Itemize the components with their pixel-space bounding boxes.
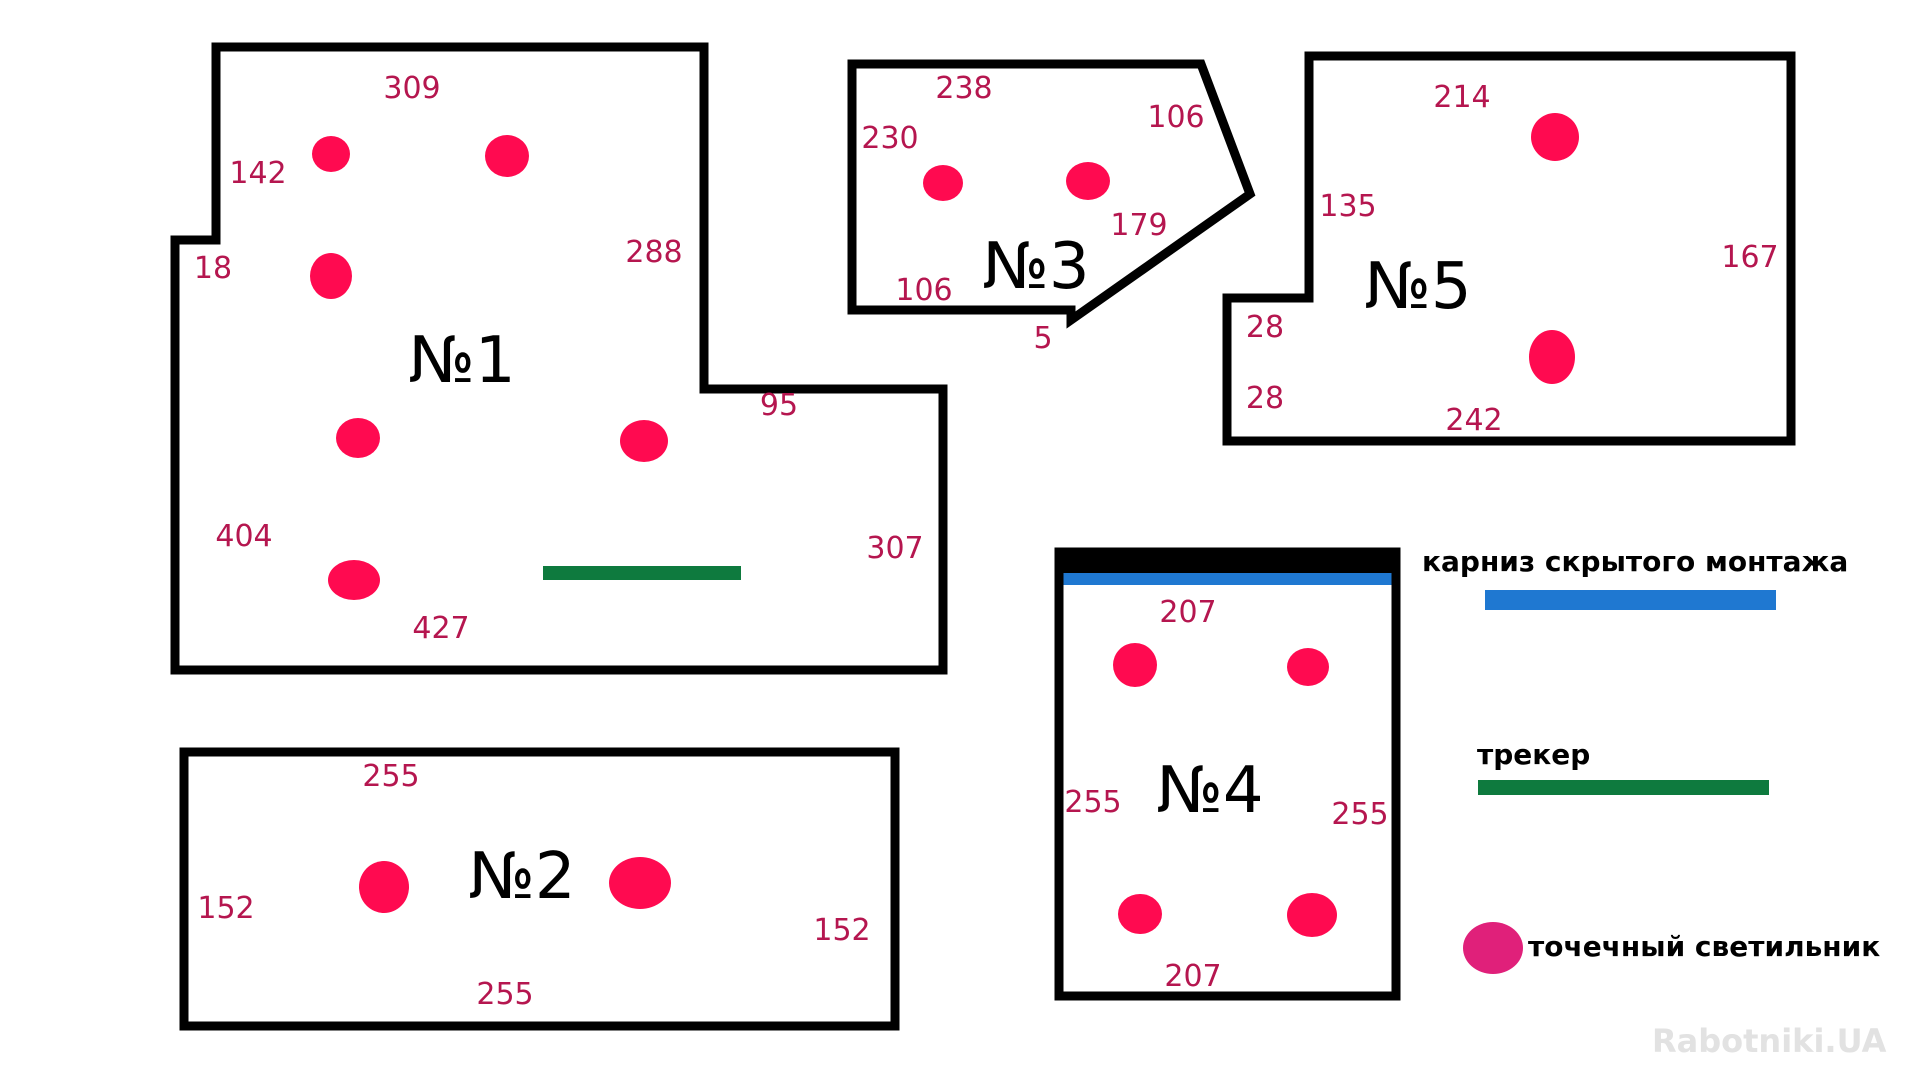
- room-1: №1 309 142 18 288 95 307 404 427: [170, 42, 948, 675]
- room-1-dim-bottom: 427: [412, 611, 469, 646]
- spot-light: [1287, 648, 1329, 686]
- room-3-dim-diagonal-top: 106: [1147, 100, 1204, 135]
- room-5-walls: [1222, 51, 1796, 446]
- spot-light: [328, 560, 380, 600]
- room-5-dim-upper-left: 135: [1319, 189, 1376, 224]
- room-1-dim-left-step: 18: [194, 251, 232, 286]
- room-4-dim-bottom: 207: [1164, 959, 1221, 994]
- room-1-walls: [170, 42, 948, 675]
- room-2-dim-bottom: 255: [476, 977, 533, 1012]
- legend-hidden-cornice-line: [1485, 590, 1776, 610]
- room-1-dim-right-upper: 288: [625, 235, 682, 270]
- spot-light: [1118, 894, 1162, 934]
- track-line: [543, 566, 741, 580]
- room-1-dim-right-lower: 307: [866, 531, 923, 566]
- room-2-dim-left: 152: [197, 891, 254, 926]
- room-5-dim-lower-left: 28: [1246, 381, 1284, 416]
- room-2-label: №2: [468, 840, 575, 914]
- room-3-dim-top: 238: [935, 71, 992, 106]
- spot-light: [1287, 893, 1337, 937]
- spot-light: [609, 857, 671, 909]
- room-5-dim-right: 167: [1721, 240, 1778, 275]
- spot-light: [1531, 113, 1579, 161]
- room-3: №3 238 230 106 179 106 5: [847, 59, 1256, 356]
- room-4-dim-right: 255: [1331, 797, 1388, 832]
- room-1-dim-top: 309: [383, 71, 440, 106]
- room-5-label: №5: [1364, 250, 1471, 324]
- spot-light: [1066, 162, 1110, 200]
- room-4: №4 207 255 255 207: [1054, 547, 1401, 1001]
- spot-light: [620, 420, 668, 462]
- spot-light: [923, 165, 963, 201]
- room-2-walls: [179, 747, 900, 1031]
- room-1-label: №1: [408, 324, 515, 398]
- room-3-dim-left: 230: [861, 121, 918, 156]
- room-5-dim-bottom: 242: [1445, 403, 1502, 438]
- spot-light: [485, 135, 529, 177]
- legend-spot-light-label: точечный светильник: [1528, 930, 1880, 963]
- watermark: Rabotniki.UA: [1652, 1022, 1887, 1060]
- room-3-walls: [847, 59, 1256, 329]
- room-4-walls: [1054, 547, 1401, 1001]
- legend-track-label: трекер: [1477, 738, 1590, 771]
- room-1-dim-step-top: 95: [760, 388, 798, 423]
- room-3-label: №3: [982, 230, 1089, 304]
- room-3-dim-corner: 5: [1033, 321, 1052, 356]
- room-1-dim-upper-left: 142: [229, 156, 286, 191]
- room-4-label: №4: [1156, 754, 1263, 828]
- room-4-dim-top: 207: [1159, 595, 1216, 630]
- legend-spot-light-icon: [1463, 922, 1523, 974]
- spot-light: [1529, 330, 1575, 384]
- room-5: №5 214 135 167 28 28 242: [1222, 51, 1796, 446]
- spot-light: [1113, 643, 1157, 687]
- room-4-dim-left: 255: [1064, 785, 1121, 820]
- room-3-dim-bottom: 106: [895, 273, 952, 308]
- room-2-dim-right: 152: [813, 913, 870, 948]
- room-3-dim-diagonal-bottom: 179: [1110, 208, 1167, 243]
- spot-light: [312, 136, 350, 172]
- spot-light: [336, 418, 380, 458]
- hidden-cornice-line: [1063, 573, 1396, 585]
- legend-track-line: [1478, 780, 1769, 795]
- room-5-dim-top: 214: [1433, 80, 1490, 115]
- room-2-dim-top: 255: [362, 759, 419, 794]
- legend: карниз скрытого монтажа трекер точечный …: [1422, 545, 1880, 974]
- spot-light: [359, 861, 409, 913]
- spot-light: [310, 253, 352, 299]
- room-5-dim-step: 28: [1246, 310, 1284, 345]
- room-1-dim-left-lower: 404: [215, 519, 272, 554]
- room-2: №2 255 152 152 255: [179, 747, 900, 1031]
- legend-hidden-cornice-label: карниз скрытого монтажа: [1422, 545, 1848, 578]
